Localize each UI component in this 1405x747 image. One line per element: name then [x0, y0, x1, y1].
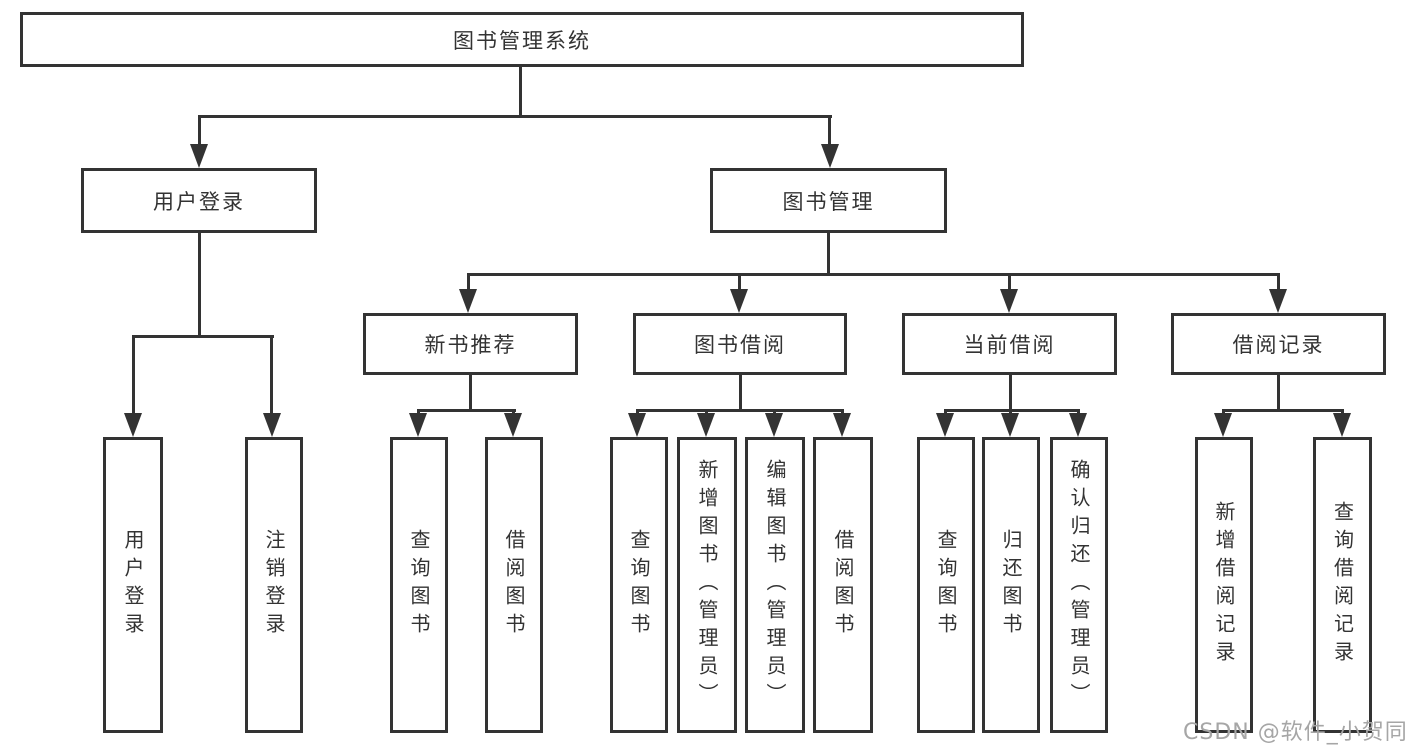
arrow-down-icon — [765, 413, 783, 437]
arrow-down-icon — [459, 289, 477, 313]
leaf-logout: 注销登录 — [245, 437, 303, 733]
edge-book-management-rail — [467, 273, 1280, 276]
arrow-down-icon — [833, 413, 851, 437]
edge-borrow-records-stem — [1277, 375, 1280, 411]
leaf-query-borrow-record: 查询借阅记录 — [1313, 437, 1372, 733]
leaf-label: 归还图书 — [999, 529, 1023, 641]
leaf-query-books-current: 查询图书 — [917, 437, 975, 733]
arrow-down-icon — [1214, 413, 1232, 437]
edge-root-stem — [519, 67, 522, 117]
arrow-down-icon — [697, 413, 715, 437]
leaf-label: 借阅图书 — [831, 529, 855, 641]
node-book-management: 图书管理 — [710, 168, 947, 233]
leaf-query-books-recommend: 查询图书 — [390, 437, 448, 733]
edge-to-leaf-user-login — [132, 335, 135, 417]
leaf-label: 确认归还（管理员） — [1067, 459, 1091, 711]
node-current-borrow-label: 当前借阅 — [963, 333, 1056, 357]
edge-book-borrow-stem — [739, 375, 742, 411]
leaf-query-books-borrow: 查询图书 — [610, 437, 668, 733]
arrow-down-icon — [504, 413, 522, 437]
edge-borrow-records-rail — [1222, 409, 1344, 412]
node-borrow-records: 借阅记录 — [1171, 313, 1386, 375]
arrow-down-icon — [409, 413, 427, 437]
edge-user-login-stem — [198, 233, 201, 337]
leaf-label: 查询借阅记录 — [1330, 501, 1355, 669]
edge-to-book-management — [828, 115, 831, 151]
leaf-return-book: 归还图书 — [982, 437, 1040, 733]
leaf-add-borrow-record: 新增借阅记录 — [1195, 437, 1253, 733]
node-book-borrow: 图书借阅 — [633, 313, 847, 375]
leaf-label: 新增图书（管理员） — [695, 459, 719, 711]
arrow-down-icon — [1333, 413, 1351, 437]
leaf-edit-book-admin: 编辑图书（管理员） — [745, 437, 805, 733]
arrow-down-icon — [263, 413, 281, 437]
leaf-label: 编辑图书（管理员） — [763, 459, 787, 711]
edge-book-borrow-rail — [636, 409, 844, 412]
arrow-down-icon — [730, 289, 748, 313]
edge-new-book-stem — [469, 375, 472, 411]
leaf-borrow-books: 借阅图书 — [813, 437, 873, 733]
arrow-down-icon — [936, 413, 954, 437]
leaf-add-book-admin: 新增图书（管理员） — [677, 437, 737, 733]
edge-current-borrow-rail — [944, 409, 1080, 412]
leaf-confirm-return-admin: 确认归还（管理员） — [1050, 437, 1108, 733]
edge-user-login-rail — [132, 335, 274, 338]
node-book-management-label: 图书管理 — [782, 189, 875, 214]
edge-new-book-rail — [417, 409, 516, 412]
arrow-down-icon — [1000, 289, 1018, 313]
node-user-login-label: 用户登录 — [153, 189, 245, 214]
node-new-book-recommend-label: 新书推荐 — [424, 333, 517, 357]
leaf-label: 用户登录 — [121, 529, 145, 641]
arrow-down-icon — [628, 413, 646, 437]
csdn-watermark: CSDN @软件_小贺同学 — [1183, 720, 1405, 745]
edge-root-rail — [198, 115, 832, 118]
edge-book-management-stem — [827, 233, 830, 275]
leaf-label: 查询图书 — [934, 529, 958, 641]
leaf-label: 注销登录 — [262, 529, 286, 641]
edge-current-borrow-stem — [1009, 375, 1012, 411]
leaf-label: 借阅图书 — [502, 529, 526, 641]
leaf-user-login: 用户登录 — [103, 437, 163, 733]
arrow-down-icon — [821, 144, 839, 168]
edge-to-borrow-records — [1277, 273, 1280, 293]
arrow-down-icon — [1069, 413, 1087, 437]
node-root: 图书管理系统 — [20, 12, 1024, 67]
leaf-label: 查询图书 — [627, 529, 651, 641]
arrow-down-icon — [124, 413, 142, 437]
node-root-label: 图书管理系统 — [453, 28, 591, 53]
leaf-label: 新增借阅记录 — [1212, 501, 1236, 669]
node-book-borrow-label: 图书借阅 — [694, 333, 786, 357]
node-new-book-recommend: 新书推荐 — [363, 313, 578, 375]
node-user-login: 用户登录 — [81, 168, 317, 233]
edge-to-current-borrow — [1008, 273, 1011, 293]
edge-to-new-book — [467, 273, 470, 293]
edge-to-user-login — [198, 115, 201, 151]
arrow-down-icon — [1001, 413, 1019, 437]
node-borrow-records-label: 借阅记录 — [1232, 333, 1325, 357]
node-current-borrow: 当前借阅 — [902, 313, 1117, 375]
leaf-borrow-books-recommend: 借阅图书 — [485, 437, 543, 733]
edge-to-leaf-logout — [270, 335, 273, 417]
arrow-down-icon — [190, 144, 208, 168]
arrow-down-icon — [1269, 289, 1287, 313]
edge-to-book-borrow — [738, 273, 741, 293]
leaf-label: 查询图书 — [407, 529, 431, 641]
